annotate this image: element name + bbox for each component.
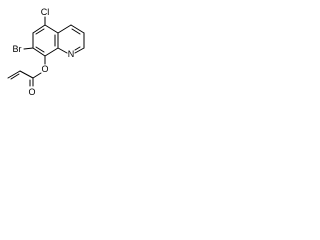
bond-o-carbonyl-c [32,72,42,79]
pyridine-ring [57,24,85,54]
benzene-ring [32,24,59,57]
nitrogen-label: N [68,49,75,59]
bond-n1-c8a [57,47,68,54]
carbonyl-oxygen-label: O [28,87,35,97]
bond-c8-c8a [44,47,59,57]
bond-c4a-c5 [44,24,59,34]
bond-alpha-c-vinyl-c [7,70,21,79]
bond-c4-c3 [70,24,85,34]
inner-bond-c7-c8 [35,46,45,53]
bond-carbonyl-c-alpha-c [19,70,34,79]
ester-oxygen-label: O [41,64,48,74]
bond-c5-c6 [32,24,46,34]
chemical-structure-diagram: Cl Br N O O [7,7,85,97]
acrylate-group [7,70,42,87]
inner-bond-c4-c3 [71,28,81,35]
substituents [23,16,46,65]
chlorine-label: Cl [41,7,50,17]
bond-c4a-c4 [57,24,72,34]
bond-c7-br [23,47,34,50]
bond-alpha-c-vinyl-c-double [10,73,20,80]
bromine-label: Br [13,44,22,54]
inner-bond-c2-n1 [74,46,81,51]
bond-c7-c8 [32,47,46,57]
inner-bond-c5-c6 [35,28,45,35]
bond-c2-n1 [74,47,85,54]
